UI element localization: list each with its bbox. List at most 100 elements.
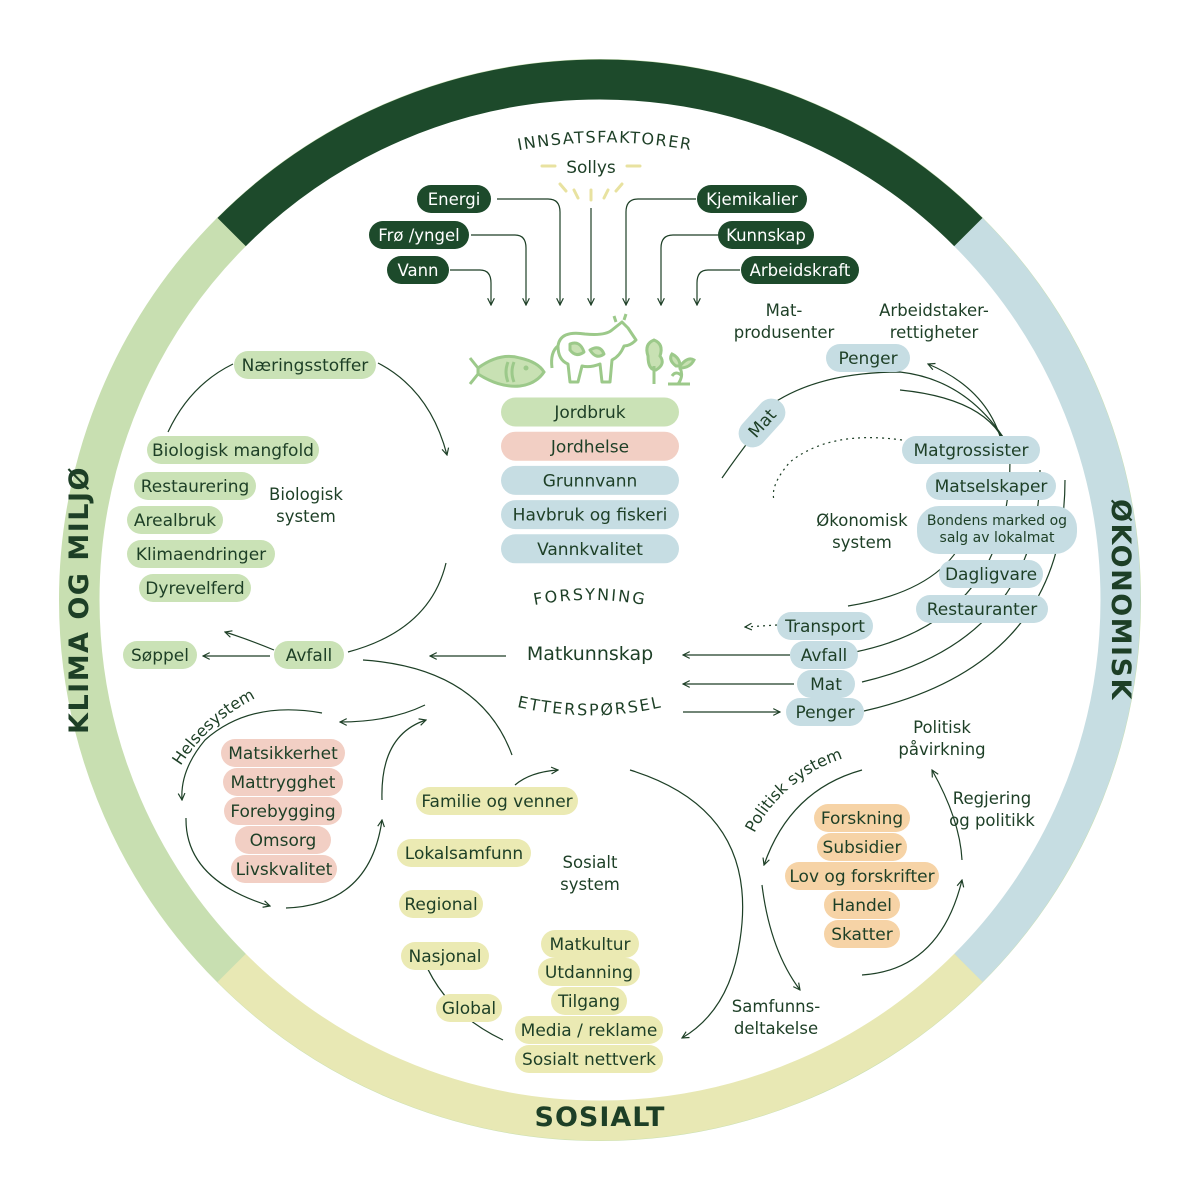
econ-mat-curve: Mat: [738, 398, 786, 448]
health-item: Livskvalitet: [231, 855, 337, 883]
center-stack-item-bg: [501, 465, 679, 495]
ring-segment-right: [954, 217, 1141, 983]
bio-item: Klimaendringer: [127, 540, 275, 568]
plant-icon: [645, 338, 696, 386]
political-item-bg: [824, 920, 900, 948]
input-arrow: [497, 198, 560, 305]
input-energi-bg: [417, 185, 491, 213]
political-item: Skatter: [824, 920, 900, 948]
input-arbeidskraft-label: Arbeidskraft: [750, 261, 851, 280]
social-level-label: Familie og venner: [421, 792, 572, 812]
political-item-bg: [814, 804, 910, 832]
input-arrow: [697, 269, 740, 305]
social-level-label: Nasjonal: [408, 947, 481, 967]
political-item: Subsidier: [817, 833, 907, 861]
social-factor-bg: [541, 930, 639, 958]
political-item-bg: [817, 833, 907, 861]
ring-segment-top: [217, 59, 983, 247]
input-fro: Frø /yngel: [369, 221, 469, 249]
bio-item-bg: [127, 540, 275, 568]
input-arrow: [471, 234, 526, 305]
econ-matgrossister-bg: [902, 436, 1040, 464]
political-item-label: Handel: [832, 896, 892, 916]
center-stack-item-label: Grunnvann: [543, 472, 638, 492]
econ-mat-curve-bg: [738, 398, 786, 448]
bio-soppel-bg: [123, 641, 197, 669]
social-level-bg: [399, 890, 483, 918]
bio-item-bg: [134, 472, 256, 500]
political-item-label: Lov og forskrifter: [789, 867, 934, 887]
econ-mat-label: Mat: [810, 675, 842, 695]
bio-naeringsstoffer-bg: [234, 351, 376, 379]
social-level-bg: [436, 994, 502, 1022]
social-factor-label: Utdanning: [545, 963, 633, 983]
health-item-bg: [221, 739, 345, 767]
econ-matgrossister-label: Matgrossister: [914, 441, 1029, 461]
bio-avfall-label: Avfall: [286, 646, 333, 666]
input-kjemikalier: Kjemikalier: [697, 185, 807, 213]
econ-dagligvare-label: Dagligvare: [945, 565, 1037, 585]
social-factor: Media / reklame: [515, 1016, 663, 1044]
health-item-bg: [235, 826, 331, 854]
bio-naeringsstoffer: Næringsstoffer: [234, 351, 376, 379]
econ-restauranter-bg: [916, 595, 1048, 623]
econ-bondens-marked-label: salg av lokalmat: [940, 530, 1055, 546]
ettersporsel-label: ETTERSPØRSEL: [516, 692, 664, 719]
bio-soppel-label: Søppel: [131, 646, 189, 666]
econ-matselskaper: Matselskaper: [926, 472, 1056, 500]
social-level-label: Regional: [404, 895, 477, 915]
econ-matselskaper-bg: [926, 472, 1056, 500]
input-arbeidskraft-bg: [741, 256, 859, 284]
center-stack-item-bg: [501, 500, 679, 530]
bio-item-label: Restaurering: [141, 477, 250, 497]
bio-avfall: Avfall: [274, 641, 344, 669]
center-stack-item-bg: [501, 431, 679, 461]
bio-avfall-bg: [274, 641, 344, 669]
center-stack-item: Vannkvalitet: [501, 534, 679, 564]
input-fro-bg: [369, 221, 469, 249]
health-item-bg: [224, 797, 342, 825]
social-level: Regional: [399, 890, 483, 918]
bio-item-bg: [147, 436, 319, 464]
bio-soppel: Søppel: [123, 641, 197, 669]
center-stack-item-label: Vannkvalitet: [537, 540, 643, 560]
health-item: Matsikkerhet: [221, 739, 345, 767]
political-item: Handel: [824, 891, 900, 919]
bio-item-label: Arealbruk: [134, 511, 216, 531]
social-factor: Sosialt nettverk: [515, 1045, 663, 1073]
social-factor-bg: [551, 987, 627, 1015]
social-level: Global: [436, 994, 502, 1022]
econ-penger: Penger: [786, 698, 864, 726]
econ-matgrossister: Matgrossister: [902, 436, 1040, 464]
input-vann: Vann: [387, 256, 449, 284]
health-item-bg: [231, 855, 337, 883]
social-level: Lokalsamfunn: [397, 839, 531, 867]
health-item: Forebygging: [224, 797, 342, 825]
center-stack-item-label: Jordhelse: [550, 437, 629, 457]
econ-mat-bg: [797, 670, 855, 698]
input-kjemikalier-label: Kjemikalier: [706, 190, 798, 209]
health-item-label: Forebygging: [230, 802, 335, 822]
cow-icon: [550, 313, 638, 384]
matprodusenter-label: Mat-produsenter: [734, 301, 835, 342]
input-vann-label: Vann: [397, 261, 438, 280]
health-item-bg: [223, 768, 343, 796]
sun-icon: [540, 164, 642, 202]
input-arrow: [661, 234, 718, 305]
center-stack-item: Jordbruk: [501, 397, 679, 427]
bio-naeringsstoffer-label: Næringsstoffer: [242, 356, 369, 376]
input-arbeidskraft: Arbeidskraft: [741, 256, 859, 284]
econ-transport-label: Transport: [784, 617, 865, 637]
econ-penger-label: Penger: [795, 703, 854, 723]
social-level-label: Lokalsamfunn: [405, 844, 523, 864]
social-factor-bg: [515, 1045, 663, 1073]
center-stack-item: Jordhelse: [501, 431, 679, 461]
bio-item-bg: [127, 506, 223, 534]
input-kjemikalier-bg: [697, 185, 807, 213]
